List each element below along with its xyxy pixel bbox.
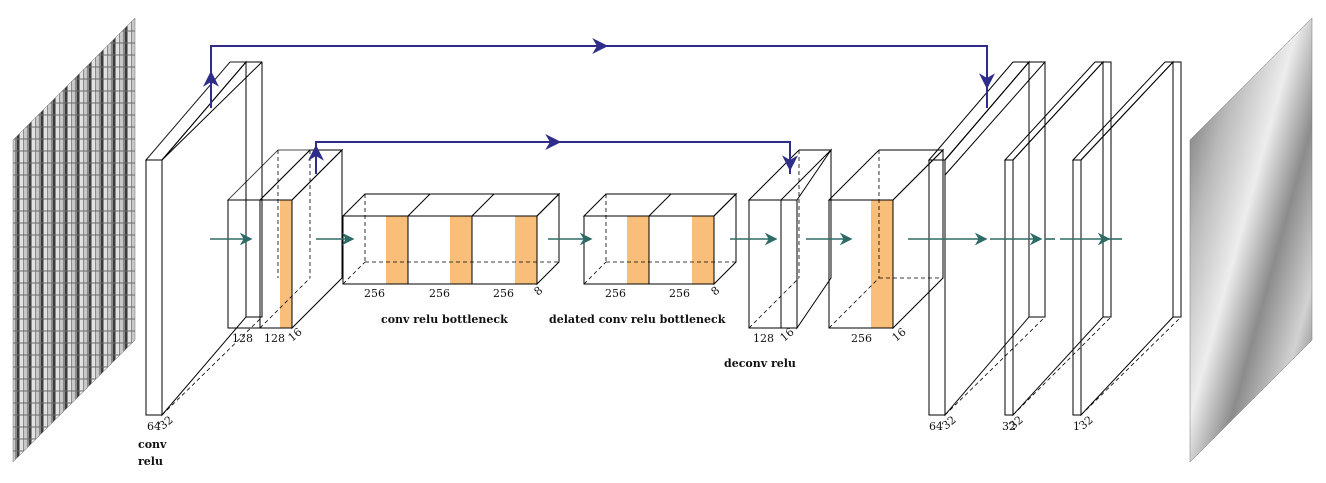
caption-relu: relu [138,455,163,468]
dim-bottleneck-1: 256 [364,287,385,300]
dilated-bottleneck-block [582,192,738,286]
caption-dilated: delated conv relu bottleneck [549,313,726,326]
conv-relu-layer [144,60,263,417]
dim-dilated-1: 256 [605,287,626,300]
dim-encoder-a: 128 [232,332,253,345]
decoder-layer-3 [1071,60,1182,417]
dim-decoder-mid-a: 256 [851,332,872,345]
dim-dilated-2: 256 [669,287,690,300]
decoder-layer-1 [927,60,1047,417]
dim-out1-a: 64 [929,420,943,433]
dim-conv-a: 64 [147,420,161,433]
dim-deconv-a: 128 [753,332,774,345]
caption-deconv: deconv relu [724,357,796,370]
decoder-mid-block [827,148,945,330]
dim-out2-a: 32 [1002,420,1016,433]
dim-encoder-b: 128 [264,332,285,345]
decoder-layer-2 [1003,60,1112,417]
dim-out3-a: 1 [1073,420,1080,433]
dim-bottleneck-3: 256 [493,287,514,300]
output-image [1189,17,1313,463]
encoder-block [226,148,344,330]
bottleneck-block [341,192,561,286]
skip-connection-short [308,134,798,174]
caption-bottleneck: conv relu bottleneck [381,313,508,326]
skip-connection-long [203,38,995,108]
dim-bottleneck-2: 256 [429,287,450,300]
caption-conv: conv [138,438,167,451]
input-image [12,17,136,463]
dim-dilated-depth: 8 [709,284,723,298]
dim-bottleneck-depth: 8 [532,284,546,298]
